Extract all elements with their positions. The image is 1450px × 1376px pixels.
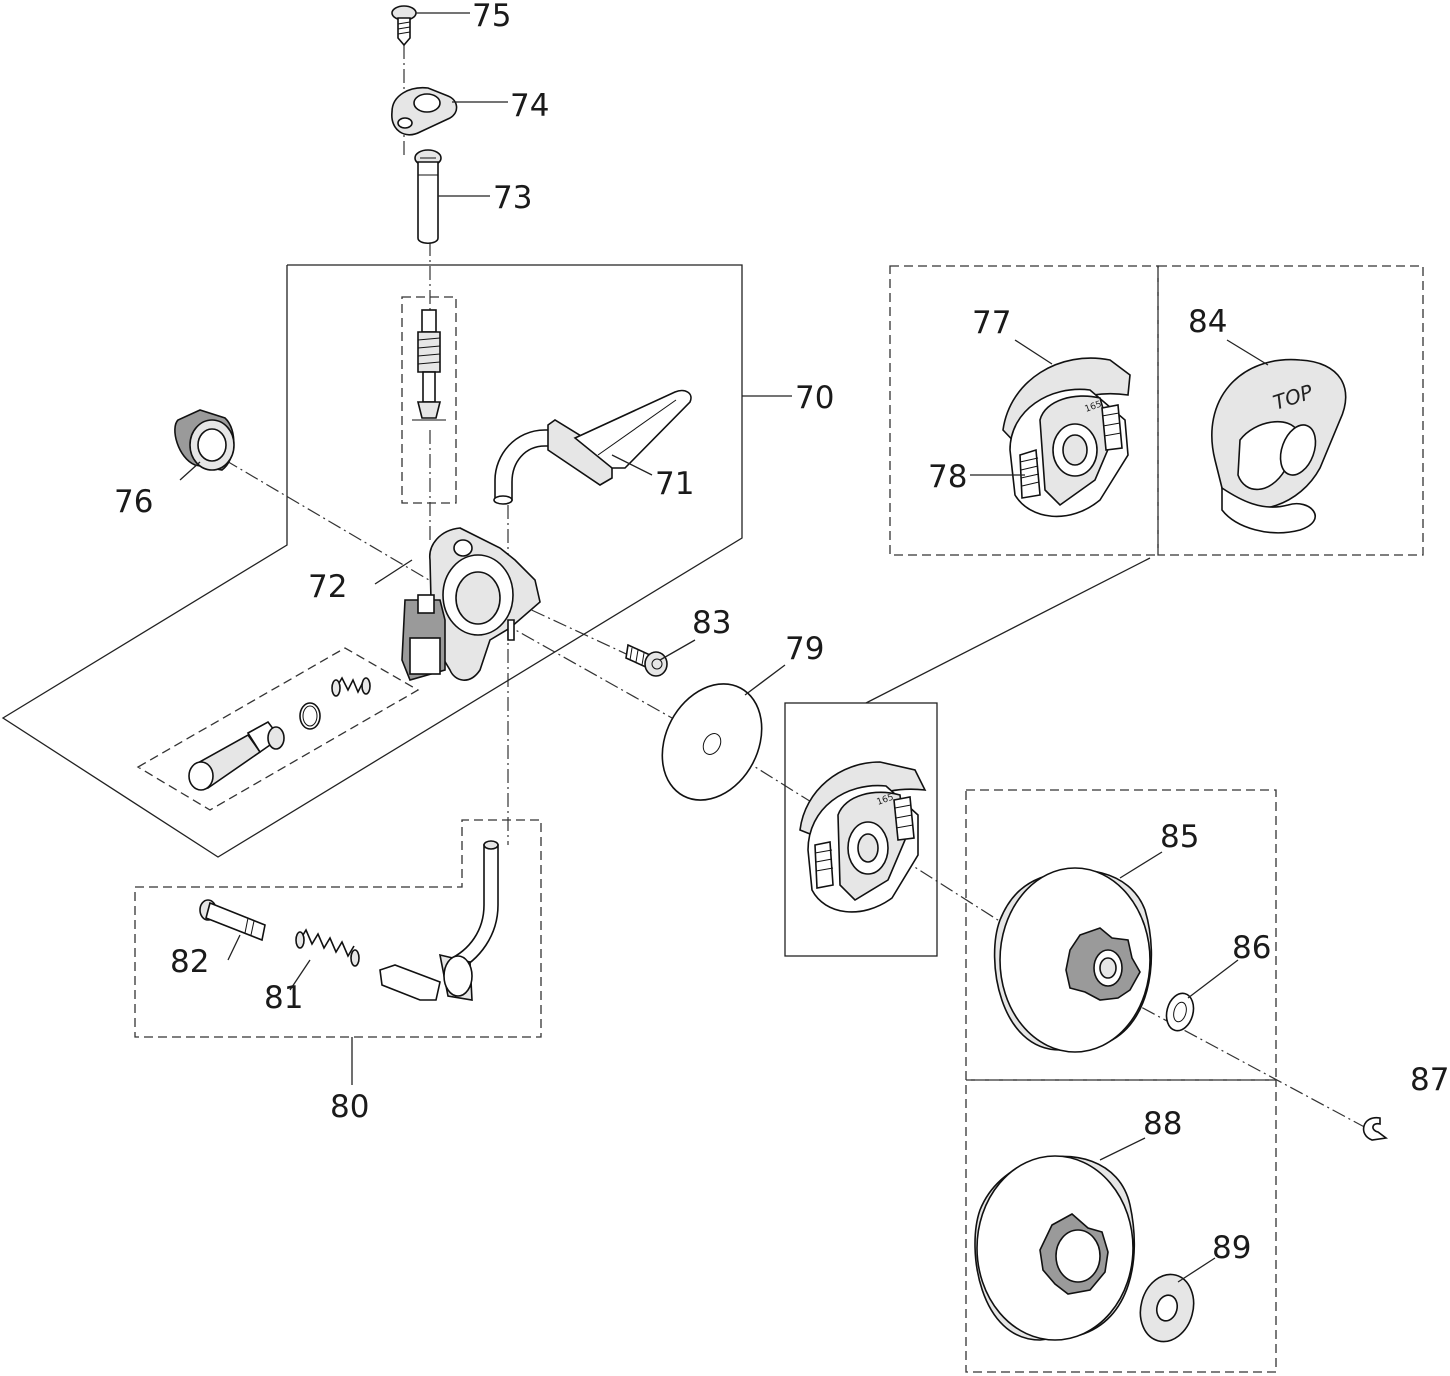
- part-73-pin: [414, 149, 442, 245]
- group-70-frame: [1, 264, 743, 858]
- callout-87: 87: [1410, 1062, 1449, 1098]
- callout-71: 71: [655, 466, 694, 502]
- callout-81: 81: [264, 980, 303, 1016]
- callout-labels: 75 74 73 70 71 76 72 83 79 77 78 84 85 8…: [114, 0, 1449, 1266]
- callout-82: 82: [170, 944, 209, 980]
- callout-72: 72: [308, 569, 347, 605]
- callout-77: 77: [972, 305, 1011, 341]
- part-72-pump: [401, 527, 541, 681]
- callout-83: 83: [692, 605, 731, 641]
- callout-70: 70: [795, 380, 834, 416]
- group-77-frame: [889, 265, 1159, 556]
- part-79-disc: [661, 683, 763, 801]
- group-88-frame: [965, 1079, 1277, 1373]
- part-75-screw: [391, 5, 417, 47]
- group-85-frame: [965, 789, 1277, 1081]
- callout-79: 79: [785, 631, 824, 667]
- callout-73: 73: [493, 180, 532, 216]
- leader-lines: [179, 12, 1269, 1283]
- callout-86: 86: [1232, 930, 1271, 966]
- callout-88: 88: [1143, 1106, 1182, 1142]
- part-74-plate: [391, 86, 458, 136]
- part-80-suction-set: [199, 840, 499, 1001]
- part-86-washer: [1165, 992, 1195, 1032]
- piston-set: [188, 676, 371, 791]
- clutch-assembly-frame: [784, 702, 938, 957]
- group-80-frame: [134, 819, 542, 1038]
- callout-75: 75: [472, 0, 511, 34]
- plunger-dashed-box: [401, 296, 457, 504]
- clutch-assembly: 165: [799, 761, 927, 913]
- callout-85: 85: [1160, 819, 1199, 855]
- part-83-screw: [625, 643, 668, 677]
- callout-84: 84: [1188, 304, 1227, 340]
- part-71-hose: [493, 389, 692, 505]
- part-88-drum: [974, 1155, 1136, 1341]
- group-84-frame: [1157, 265, 1424, 556]
- callout-76: 76: [114, 484, 153, 520]
- callout-74: 74: [510, 88, 549, 124]
- part-84-cover: TOP: [1211, 358, 1347, 534]
- plunger-part: [412, 309, 446, 421]
- callout-78: 78: [928, 459, 967, 495]
- callout-89: 89: [1212, 1230, 1251, 1266]
- piston-dashed-box: [136, 647, 420, 811]
- part-85-drum: [993, 867, 1153, 1053]
- part-76-bushing: [174, 409, 235, 471]
- part-89-washer: [1139, 1273, 1195, 1343]
- callout-80: 80: [330, 1089, 369, 1125]
- part-87-clip: [1362, 1117, 1389, 1141]
- part-77-clutch: 165: [1002, 357, 1131, 518]
